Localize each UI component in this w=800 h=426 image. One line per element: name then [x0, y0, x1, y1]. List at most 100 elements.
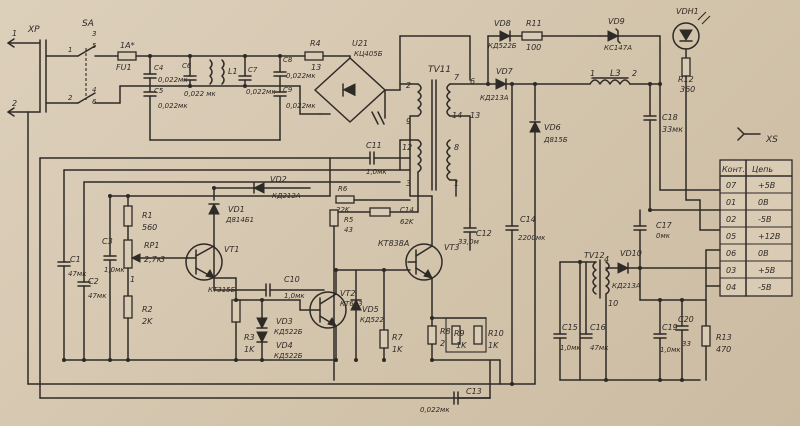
cap-c10: C10 1,0мк: [213, 275, 325, 300]
cap-c7: C7 0,022мк: [238, 55, 276, 96]
cap-c20: C20 33: [675, 299, 694, 381]
table-header-pin: Конт.: [722, 165, 745, 174]
p1-label: 1: [12, 29, 17, 38]
cap-c13: C13 0,022мк: [420, 359, 491, 414]
c15-value: 1,0мк: [560, 344, 581, 352]
cap-c1: C1 47мк: [57, 169, 87, 361]
c8-value: 0,022мк: [286, 72, 316, 80]
zener-vd5: VD5 КД522: [350, 269, 384, 361]
transistor-vt3: КТ838А VT3: [378, 239, 459, 281]
rp1-pin1: 1: [130, 275, 135, 284]
tv11-pin2: 2: [406, 81, 411, 90]
l1-ref: L1: [228, 67, 238, 76]
sa-pin6: 6: [92, 98, 97, 106]
tv11-pin13: 13: [470, 111, 480, 120]
table-cell-pin: 07: [726, 181, 737, 190]
table-header-circuit: Цепь: [752, 165, 773, 174]
c6-ref: C6: [182, 62, 192, 70]
c5-ref: C5: [154, 87, 164, 95]
zener-vd6: VD6 Д815Б: [529, 83, 568, 385]
c4-ref: C4: [154, 64, 163, 72]
r6-value: 22K: [336, 206, 351, 214]
vd2-ref: VD2: [270, 175, 287, 184]
resistor-r4: [304, 51, 324, 61]
rp1-pin3: 3: [160, 255, 165, 264]
table-cell-circuit: +5В: [758, 181, 775, 190]
pot-rp1: RP1 2,7к 3 1: [123, 239, 165, 284]
vd6-value: Д815Б: [543, 136, 568, 144]
resistor-r10: [473, 325, 483, 345]
table-cell-pin: 05: [726, 232, 736, 241]
diode-vd3-vd4: VD3 КД522Б VD4 КД522Б: [256, 299, 303, 361]
vd8-ref: VD8: [494, 19, 511, 28]
r12-value: 360: [680, 85, 695, 94]
xp-label: XP: [27, 25, 40, 35]
r13-value: 470: [716, 345, 731, 354]
r3-value: 1K: [244, 345, 255, 354]
c18-value: 33мк: [662, 125, 683, 134]
r7-ref: R7: [392, 333, 404, 342]
r8-ref: R8: [440, 327, 451, 336]
vt3-ref: VT3: [444, 243, 459, 252]
cap-c8-c9: C8 0,022мк C9 0,022мк: [273, 55, 316, 141]
c13-value: 0,022мк: [420, 406, 450, 414]
resistor-r6: [335, 195, 355, 204]
r4-value: 13: [311, 63, 321, 72]
resistor-r5: [329, 209, 339, 227]
table-cell-circuit: +5В: [758, 266, 775, 275]
c9-ref: C9: [283, 86, 293, 94]
cap-c4-c5: C4 0,022мк C5 0,022мк: [143, 55, 188, 141]
fuse-fu1: [117, 51, 137, 61]
c17-value: 0мк: [656, 232, 671, 240]
c2-value: 47мк: [88, 292, 107, 300]
table-cell-pin: 03: [726, 266, 736, 275]
cap-c6: C6 0,022 мк: [182, 55, 217, 98]
r6-ref: R6: [338, 185, 348, 193]
tv11-pin12: 12: [402, 143, 412, 152]
resistor-group: [445, 317, 487, 353]
resistor-r1: [123, 205, 133, 227]
sa-pin3: 3: [92, 30, 96, 38]
c7-ref: C7: [248, 66, 258, 74]
vd7-ref: VD7: [496, 67, 514, 76]
cap-c3: C3 1,0мк: [102, 195, 125, 361]
resistor-r8: [427, 325, 437, 345]
sa-pin4: 4: [92, 86, 96, 94]
c16-value: 47мк: [590, 344, 609, 352]
r10-value: 1K: [488, 341, 499, 350]
vd3-ref: VD3: [276, 317, 293, 326]
vd8-value: КД522Б: [488, 42, 517, 50]
sa-pin5: 5: [92, 42, 97, 50]
c9-value: 0,022мк: [286, 102, 316, 110]
r2-value: 2K: [142, 317, 153, 326]
l3-pin2: 2: [632, 69, 637, 78]
resistor-r11: [521, 31, 543, 41]
cap-c19: C19 1,0мк: [653, 299, 681, 381]
table-cell-pin: 01: [726, 198, 736, 207]
resistor-c14: [369, 207, 391, 217]
c20-value: 33: [682, 340, 691, 348]
table-cell-circuit: -5В: [758, 215, 771, 224]
u21-ref: U21: [352, 39, 368, 48]
c10-ref: C10: [284, 275, 300, 284]
c3-ref: C3: [102, 237, 113, 246]
sa-pin1: 1: [68, 46, 72, 54]
vd5-value: КД522: [360, 316, 384, 324]
vd1-ref: VD1: [228, 205, 245, 214]
led-vdh1: VDH1: [672, 7, 711, 50]
table-cell-pin: 04: [726, 283, 736, 292]
c19-ref: C19: [662, 323, 678, 332]
resistor-r13: [701, 325, 711, 347]
vd6-ref: VD6: [544, 123, 561, 132]
r3-ref: R3: [244, 333, 255, 342]
l3-pin1: 1: [590, 69, 595, 78]
sa-pin2: 2: [68, 94, 73, 102]
resistor-r9: [451, 325, 461, 345]
vdh1-ref: VDH1: [676, 7, 699, 16]
vd5-ref: VD5: [362, 305, 379, 314]
diode-vd10: VD10 КД213А: [612, 249, 642, 290]
c5-value: 0,022мк: [158, 102, 188, 110]
tv12-pin10: 10: [608, 299, 618, 308]
cap-c14-electrolytic: C14 2200мк: [505, 83, 546, 385]
